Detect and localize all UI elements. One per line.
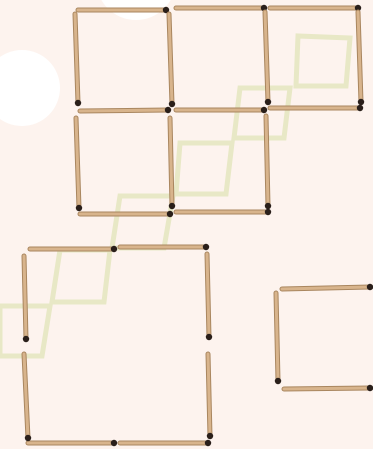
matchstick-head [357, 105, 363, 111]
matchstick-head [165, 107, 171, 113]
matchstick-icon[interactable] [207, 354, 213, 439]
matchstick-head [367, 385, 373, 391]
matchstick-head [367, 284, 373, 290]
diamond [112, 196, 173, 248]
matchstick-head [265, 203, 271, 209]
matchstick-head [206, 334, 212, 340]
matchstick-icon[interactable] [265, 116, 271, 209]
matchstick-icon[interactable] [358, 12, 364, 105]
matchstick-icon[interactable] [23, 256, 29, 342]
matchstick-head [261, 107, 267, 113]
matchstick-head [207, 433, 213, 439]
diamond [52, 250, 110, 302]
matchstick-icon[interactable] [284, 385, 373, 391]
matchstick-head [203, 244, 209, 250]
matchstick-head [275, 378, 281, 384]
matchstick-icon[interactable] [80, 211, 173, 217]
matchstick-head [25, 435, 31, 441]
matchstick-icon[interactable] [80, 107, 171, 113]
matchstick-icon[interactable] [282, 284, 373, 290]
matchstick-icon[interactable] [176, 5, 267, 11]
matchstick-icon[interactable] [120, 440, 211, 446]
matchstick-head [169, 203, 175, 209]
matchstick-head [169, 101, 175, 107]
matchstick-icon[interactable] [265, 12, 271, 105]
matchstick-icon[interactable] [24, 354, 31, 441]
matchstick-icon[interactable] [78, 7, 169, 13]
matchstick-head [265, 209, 271, 215]
matchstick-icon[interactable] [270, 5, 361, 11]
matchstick-head [265, 99, 271, 105]
background-circle-left [0, 50, 60, 126]
matchstick-head [358, 99, 364, 105]
matchstick-icon[interactable] [169, 14, 175, 107]
matchstick-head [111, 246, 117, 252]
diamond [176, 143, 232, 194]
matchstick-icon[interactable] [176, 209, 271, 215]
diamond [296, 36, 350, 86]
matchstick-icon[interactable] [270, 105, 363, 111]
matchstick-head [167, 211, 173, 217]
matchstick-icon[interactable] [206, 254, 212, 340]
matchstick-head [111, 440, 117, 446]
matchsticks-layer [23, 5, 373, 446]
matchstick-icon[interactable] [120, 244, 209, 250]
matchstick-head [75, 100, 81, 106]
matchstick-head [205, 440, 211, 446]
matchstick-icon[interactable] [76, 118, 82, 211]
matchstick-icon[interactable] [169, 118, 175, 209]
matchstick-icon[interactable] [28, 440, 117, 446]
matchstick-head [76, 205, 82, 211]
matchstick-icon[interactable] [75, 14, 81, 106]
matchstick-icon[interactable] [30, 246, 117, 252]
matchstick-icon[interactable] [176, 107, 267, 113]
matchstick-icon[interactable] [275, 293, 281, 384]
diamond [234, 88, 290, 138]
matchstick-head [23, 336, 29, 342]
